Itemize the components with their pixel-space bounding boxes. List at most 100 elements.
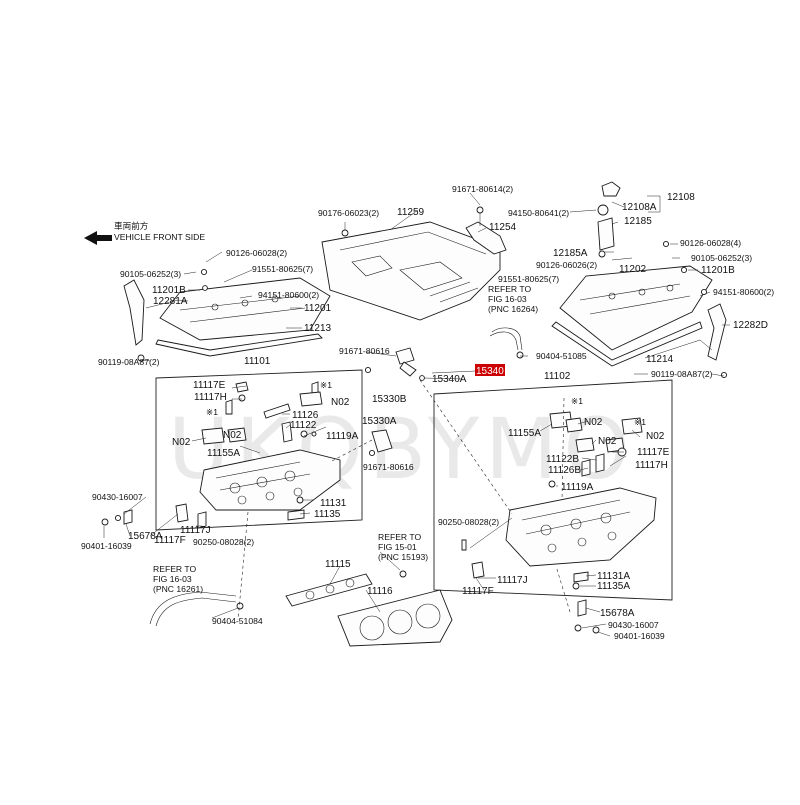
cylinder-head-11102	[505, 487, 657, 567]
label-12281A: 12281A	[153, 296, 188, 307]
label-11122B: 11122B	[546, 454, 579, 465]
label-ref16261-a: REFER TO	[153, 564, 196, 574]
label-N02-f: N02	[598, 436, 617, 447]
label-N02-c: N02	[223, 430, 242, 441]
label-ref1603-c: (PNC 16264)	[488, 304, 538, 314]
label-N02-a: N02	[331, 397, 350, 408]
label-91671-80614: 91671-80614(2)	[452, 184, 513, 194]
label-90126-r: 90126-06028(4)	[680, 238, 741, 248]
label-ref16261-b: FIG 16-03	[153, 574, 192, 584]
label-11201B-l: 11201B	[152, 285, 186, 296]
hose-16264	[491, 327, 523, 351]
oil-control-valve	[364, 347, 425, 381]
oil-control-valve-left	[368, 429, 393, 457]
label-11117F-r: 11117F	[462, 586, 494, 597]
label-11126: 11126	[292, 410, 319, 421]
bracket-12282D	[707, 303, 727, 361]
label-11102: 11102	[544, 371, 571, 382]
label-11126B: 11126B	[548, 465, 581, 476]
label-11213: 11213	[304, 323, 332, 334]
label-11131-l: 11131	[320, 498, 347, 509]
label-11135-l: 11135	[314, 509, 341, 520]
label-11117F-l: 11117F	[154, 535, 186, 546]
label-11254: 11254	[489, 222, 517, 233]
highlight-box-15340	[475, 364, 505, 376]
label-90126-l: 90126-06028(2)	[226, 248, 287, 258]
label-15678A-l: 15678A	[128, 531, 163, 542]
label-11117H-l: 11117H	[194, 392, 227, 403]
label-11115: 11115	[325, 559, 351, 570]
label-x1-c: ※1	[206, 407, 218, 417]
label-15340A: 15340A	[432, 374, 467, 385]
label-90401-r: 90401-16039	[614, 631, 665, 641]
cylinder-head-11101	[199, 449, 341, 511]
label-11202: 11202	[619, 264, 647, 275]
label-11117H-r: 11117H	[635, 460, 668, 471]
label-12282D: 12282D	[733, 320, 768, 331]
label-N02-d: N02	[172, 437, 191, 448]
label-11119A-l: 11119A	[326, 431, 359, 442]
label-11155A-r: 11155A	[508, 428, 541, 439]
label-ref1501-b: FIG 15-01	[378, 542, 417, 552]
label-94151-r: 94151-80600(2)	[713, 287, 774, 297]
label-ref1501-a: REFER TO	[378, 532, 421, 542]
leader-lines	[103, 192, 730, 637]
label-15340: 15340	[476, 366, 504, 377]
label-90404-l: 90404-51084	[212, 616, 263, 626]
label-91551-l: 91551-80625(7)	[252, 264, 313, 274]
label-94151-l: 94151-80600(2)	[258, 290, 319, 300]
label-90430-r: 90430-16007	[608, 620, 659, 630]
bracket-11254	[465, 206, 507, 255]
label-11116: 11116	[367, 586, 393, 597]
label-11117J-r: 11117J	[497, 575, 528, 586]
label-90250-l: 90250-08028(2)	[193, 537, 254, 547]
label-90401-l: 90401-16039	[81, 541, 132, 551]
label-90250-r: 90250-08028(2)	[438, 517, 499, 527]
label-12185A: 12185A	[553, 248, 588, 259]
label-x1-b: ※1	[571, 396, 583, 406]
valve-cover-11202	[551, 265, 713, 367]
gasket-11116	[337, 589, 453, 647]
label-91551-r: 91551-80625(7)	[498, 274, 559, 284]
part-labels: 91671-80614(2) 12108 12108A 90176-06023(…	[81, 184, 774, 641]
label-ref1501-c: (PNC 15193)	[378, 552, 428, 562]
label-11131A-r: 11131A	[597, 571, 630, 582]
label-11117E-l: 11117E	[193, 380, 226, 391]
label-11119A-r: 11119A	[561, 482, 594, 493]
label-11201: 11201	[304, 303, 332, 314]
label-90176: 90176-06023(2)	[318, 208, 379, 218]
label-x1-d: ※1	[634, 417, 646, 427]
hose-16261	[149, 591, 237, 625]
vehicle-front-indicator: 車両前方 VEHICLE FRONT SIDE	[84, 220, 205, 245]
gasket-11115	[285, 573, 373, 607]
label-11117J-l: 11117J	[180, 525, 211, 536]
label-11117E-r: 11117E	[637, 447, 670, 458]
right-head-group-box	[433, 379, 673, 601]
label-ref16261-c: (PNC 16261)	[153, 584, 203, 594]
label-15330B: 15330B	[372, 394, 407, 405]
label-x1-a: ※1	[320, 380, 332, 390]
label-90119-l: 90119-08A87(2)	[98, 357, 160, 367]
label-90119-r: 90119-08A87(2)	[651, 369, 713, 379]
label-12108A: 12108A	[622, 202, 657, 213]
label-91671-80616-top: 91671-80616	[339, 346, 390, 356]
label-ref1603-b: FIG 16-03	[488, 294, 527, 304]
label-91671-80616-bot: 91671-80616	[363, 462, 414, 472]
label-90430-l: 90430-16007	[92, 492, 143, 502]
front-side-jp: 車両前方	[114, 220, 149, 231]
label-11214: 11214	[646, 354, 674, 365]
label-11259: 11259	[397, 207, 425, 218]
label-11122-l: 11122	[290, 420, 317, 431]
bracket-12281A	[123, 279, 145, 346]
label-94150: 94150-80641(2)	[508, 208, 569, 218]
label-90126-06026: 90126-06026(2)	[536, 260, 597, 270]
front-arrow-icon	[84, 231, 112, 245]
label-15330A: 15330A	[362, 416, 397, 427]
valve-cover-11201	[155, 277, 331, 357]
label-11135A-r: 11135A	[597, 581, 630, 592]
label-11101: 11101	[244, 356, 271, 367]
engine-cover-11259	[321, 221, 501, 321]
label-11155A-l: 11155A	[207, 448, 240, 459]
left-head-group-box	[155, 369, 363, 531]
